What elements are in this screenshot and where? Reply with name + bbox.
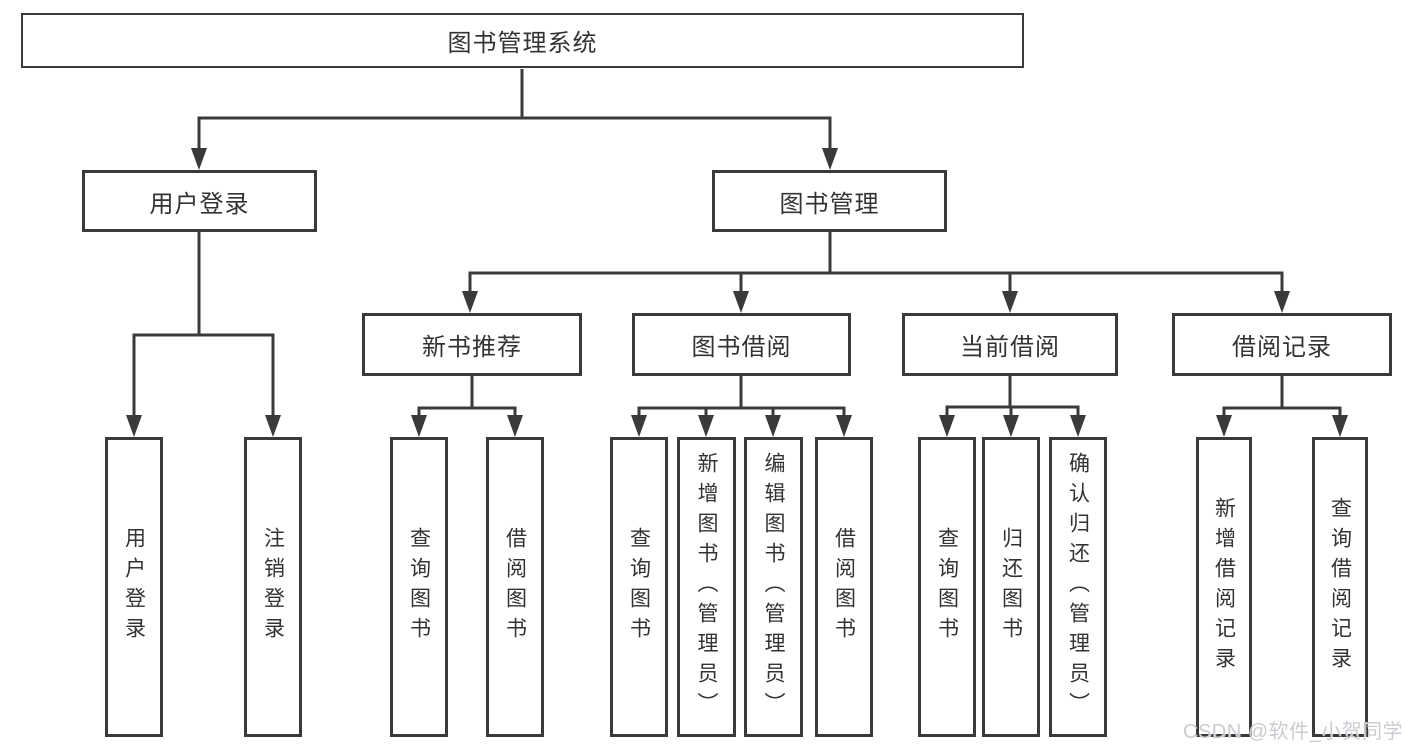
node-book-management-label: 图书管理 xyxy=(779,190,880,218)
node-current-borrow-label: 当前借阅 xyxy=(960,334,1060,361)
leaf-query-books-current: 查询图书 xyxy=(918,437,976,737)
leaf-edit-books-admin: 编辑图书（管理员） xyxy=(744,437,803,737)
leaf-label: 查询图书 xyxy=(627,527,651,647)
leaf-label: 编辑图书（管理员） xyxy=(762,452,785,722)
node-borrow-record-label: 借阅记录 xyxy=(1232,334,1332,361)
node-book-management: 图书管理 xyxy=(712,170,947,232)
leaf-label: 借阅图书 xyxy=(503,527,527,647)
leaf-label: 用户登录 xyxy=(122,527,146,647)
node-book-borrow: 图书借阅 xyxy=(632,313,851,376)
leaf-borrow-books: 借阅图书 xyxy=(815,437,873,737)
leaf-add-borrow-record: 新增借阅记录 xyxy=(1196,437,1252,737)
leaf-query-books-recommend: 查询图书 xyxy=(390,437,448,737)
node-borrow-record: 借阅记录 xyxy=(1172,313,1392,376)
leaf-logout: 注销登录 xyxy=(244,437,302,737)
leaf-label: 查询借阅记录 xyxy=(1328,497,1352,677)
leaf-label: 新增图书（管理员） xyxy=(695,452,718,722)
leaf-add-books-admin: 新增图书（管理员） xyxy=(677,437,736,737)
leaf-label: 确认归还（管理员） xyxy=(1066,452,1090,722)
csdn-watermark: CSDN @软件_小贺同学 xyxy=(1183,721,1404,743)
leaf-confirm-return-admin: 确认归还（管理员） xyxy=(1049,437,1107,737)
leaf-query-books-borrow: 查询图书 xyxy=(610,437,668,737)
leaf-user-login: 用户登录 xyxy=(105,437,163,737)
arrowhead-icons xyxy=(126,148,1348,437)
node-user-login: 用户登录 xyxy=(82,170,317,232)
node-root-label: 图书管理系统 xyxy=(447,30,598,57)
leaf-label: 借阅图书 xyxy=(832,527,856,647)
node-new-book-recommend: 新书推荐 xyxy=(362,313,582,376)
leaf-label: 新增借阅记录 xyxy=(1212,497,1236,677)
node-current-borrow: 当前借阅 xyxy=(902,313,1118,376)
node-user-login-label: 用户登录 xyxy=(149,190,250,218)
node-new-book-recommend-label: 新书推荐 xyxy=(422,334,522,361)
leaf-borrow-books-recommend: 借阅图书 xyxy=(486,437,544,737)
node-root: 图书管理系统 xyxy=(21,13,1024,68)
node-book-borrow-label: 图书借阅 xyxy=(691,334,792,361)
leaf-label: 注销登录 xyxy=(261,527,285,647)
leaf-label: 归还图书 xyxy=(999,527,1023,647)
leaf-label: 查询图书 xyxy=(935,527,959,647)
leaf-label: 查询图书 xyxy=(407,527,431,647)
leaf-return-books: 归还图书 xyxy=(982,437,1040,737)
leaf-query-borrow-record: 查询借阅记录 xyxy=(1312,437,1368,737)
